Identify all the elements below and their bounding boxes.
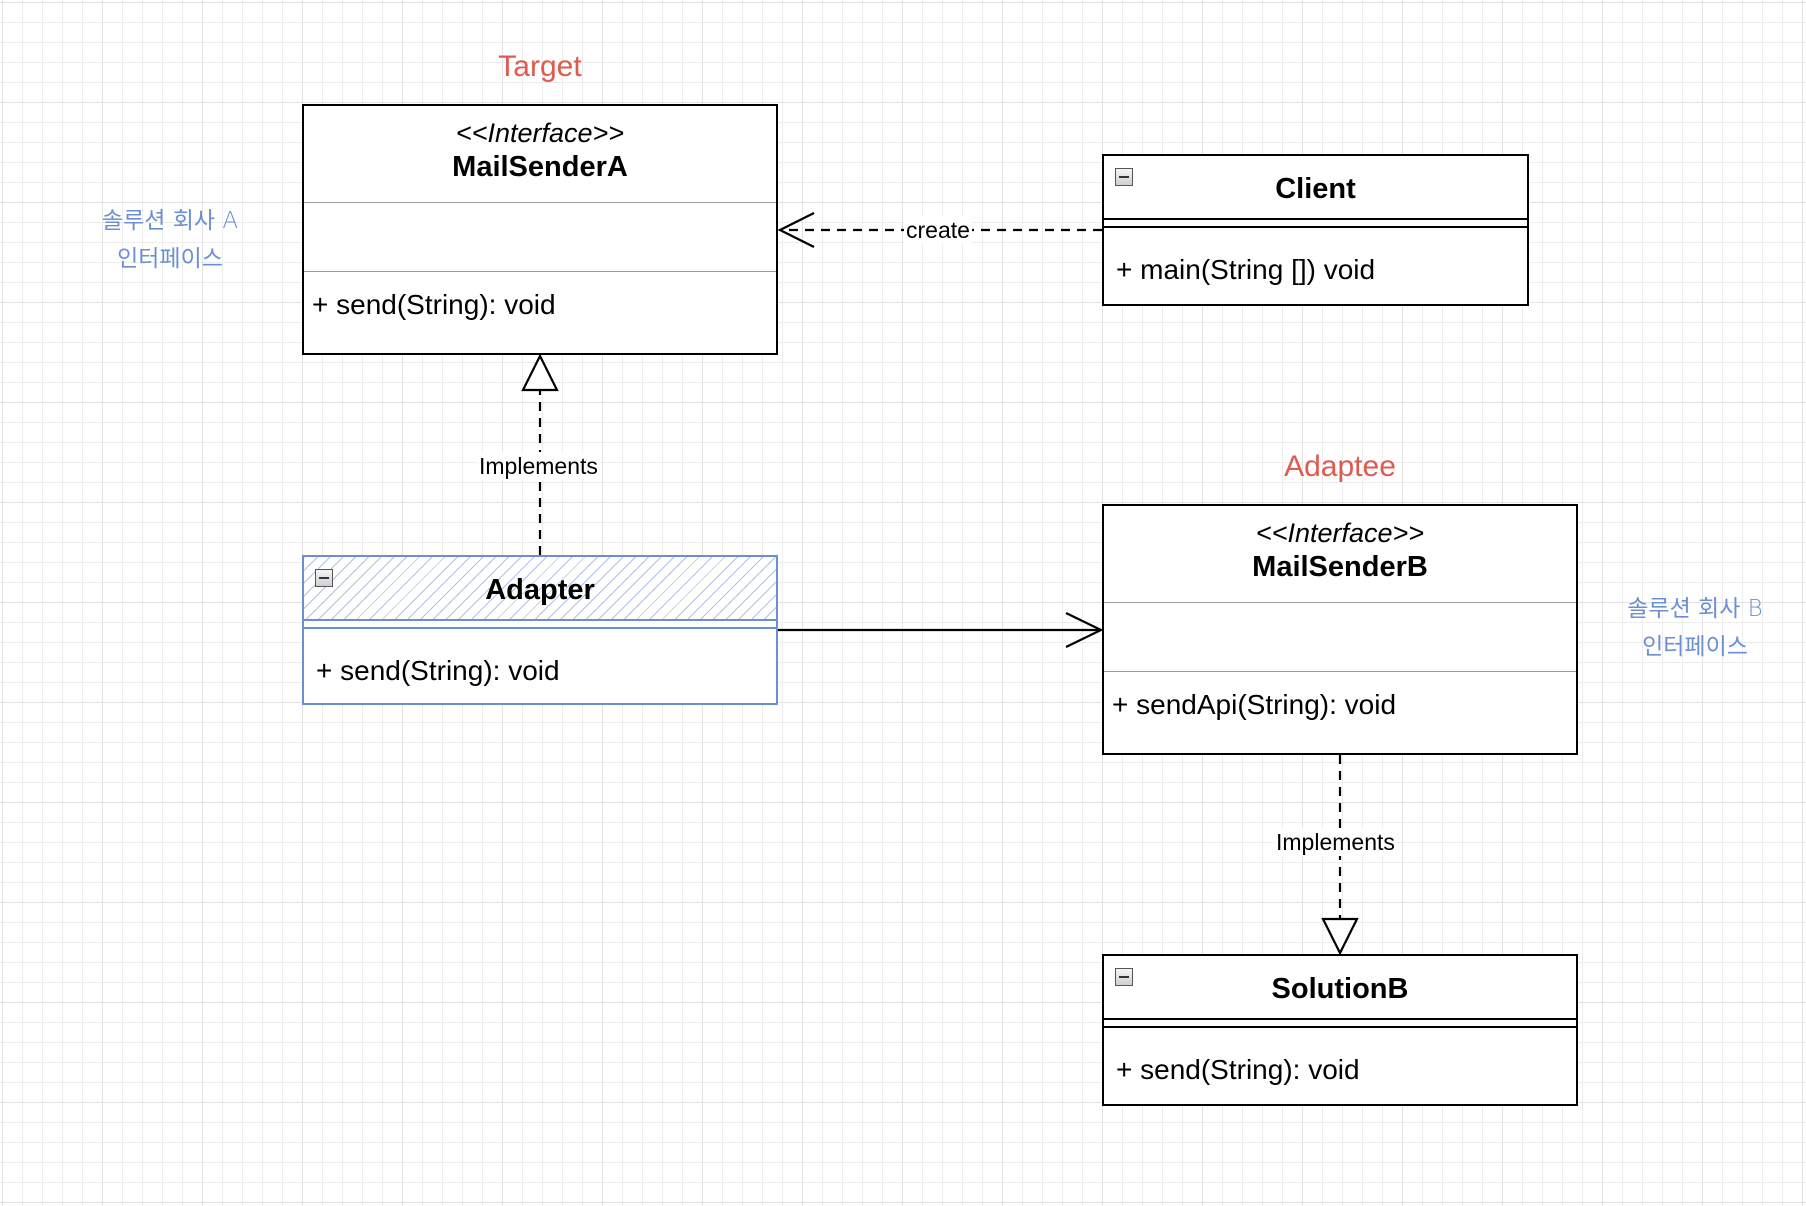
implements-b-triangle [1321,917,1359,956]
mailsendera-method: + send(String): void [312,289,556,320]
solutionb-divider-1 [1104,1018,1576,1020]
client-method: + main(String []) void [1116,254,1376,285]
solutionb-method: + send(String): void [1116,1054,1360,1085]
adapter-collapse-icon[interactable] [315,569,333,587]
mailsenderb-header: <<Interface>> MailSenderB [1104,506,1576,584]
mailsendera-header: <<Interface>> MailSenderA [304,106,776,184]
class-mailsendera[interactable]: <<Interface>> MailSenderA + send(String)… [302,104,778,355]
client-divider-2 [1104,226,1527,228]
client-name: Client [1275,173,1356,205]
solutionb-collapse-icon[interactable] [1115,968,1133,986]
note-solution-a: 솔루션 회사 A 인터페이스 [60,202,280,278]
create-label: create [904,216,972,244]
implements-a-triangle [521,353,559,392]
role-adaptee: Adaptee [1284,450,1396,483]
implements-b-label: Implements [1274,828,1397,856]
solutionb-name: SolutionB [1271,973,1409,1005]
mailsenderb-method: + sendApi(String): void [1112,689,1397,720]
mailsenderb-name: MailSenderB [1252,551,1428,583]
adapter-name: Adapter [485,574,595,606]
implements-a-label: Implements [477,452,600,480]
association-arrowhead [1065,612,1104,648]
role-target: Target [498,50,582,83]
client-collapse-icon[interactable] [1115,168,1133,186]
mailsenderb-divider-1 [1104,602,1576,603]
mailsendera-divider-2 [304,271,776,272]
create-arrowhead [777,212,815,248]
note-solution-a-line1: 솔루션 회사 A [101,208,239,234]
adapter-method: + send(String): void [316,655,560,686]
adapter-header-fill [304,557,776,619]
mailsendera-stereotype: <<Interface>> [455,118,625,148]
mailsendera-divider-1 [304,202,776,203]
mailsenderb-stereotype: <<Interface>> [1255,518,1425,548]
note-solution-b-line1: 솔루션 회사 B [1627,596,1763,622]
adapter-divider-1 [304,619,776,621]
note-solution-b: 솔루션 회사 B 인터페이스 [1585,590,1805,666]
note-solution-a-line2: 인터페이스 [117,246,223,272]
class-solutionb[interactable]: SolutionB + send(String): void [1102,954,1578,1106]
class-adapter[interactable]: Adapter + send(String): void [302,555,778,705]
mailsenderb-divider-2 [1104,671,1576,672]
client-divider-1 [1104,218,1527,220]
adapter-divider-2 [304,627,776,629]
note-solution-b-line2: 인터페이스 [1642,634,1748,660]
class-client[interactable]: Client + main(String []) void [1102,154,1529,306]
mailsendera-name: MailSenderA [452,151,628,183]
class-mailsenderb[interactable]: <<Interface>> MailSenderB + sendApi(Stri… [1102,504,1578,755]
solutionb-divider-2 [1104,1026,1576,1028]
